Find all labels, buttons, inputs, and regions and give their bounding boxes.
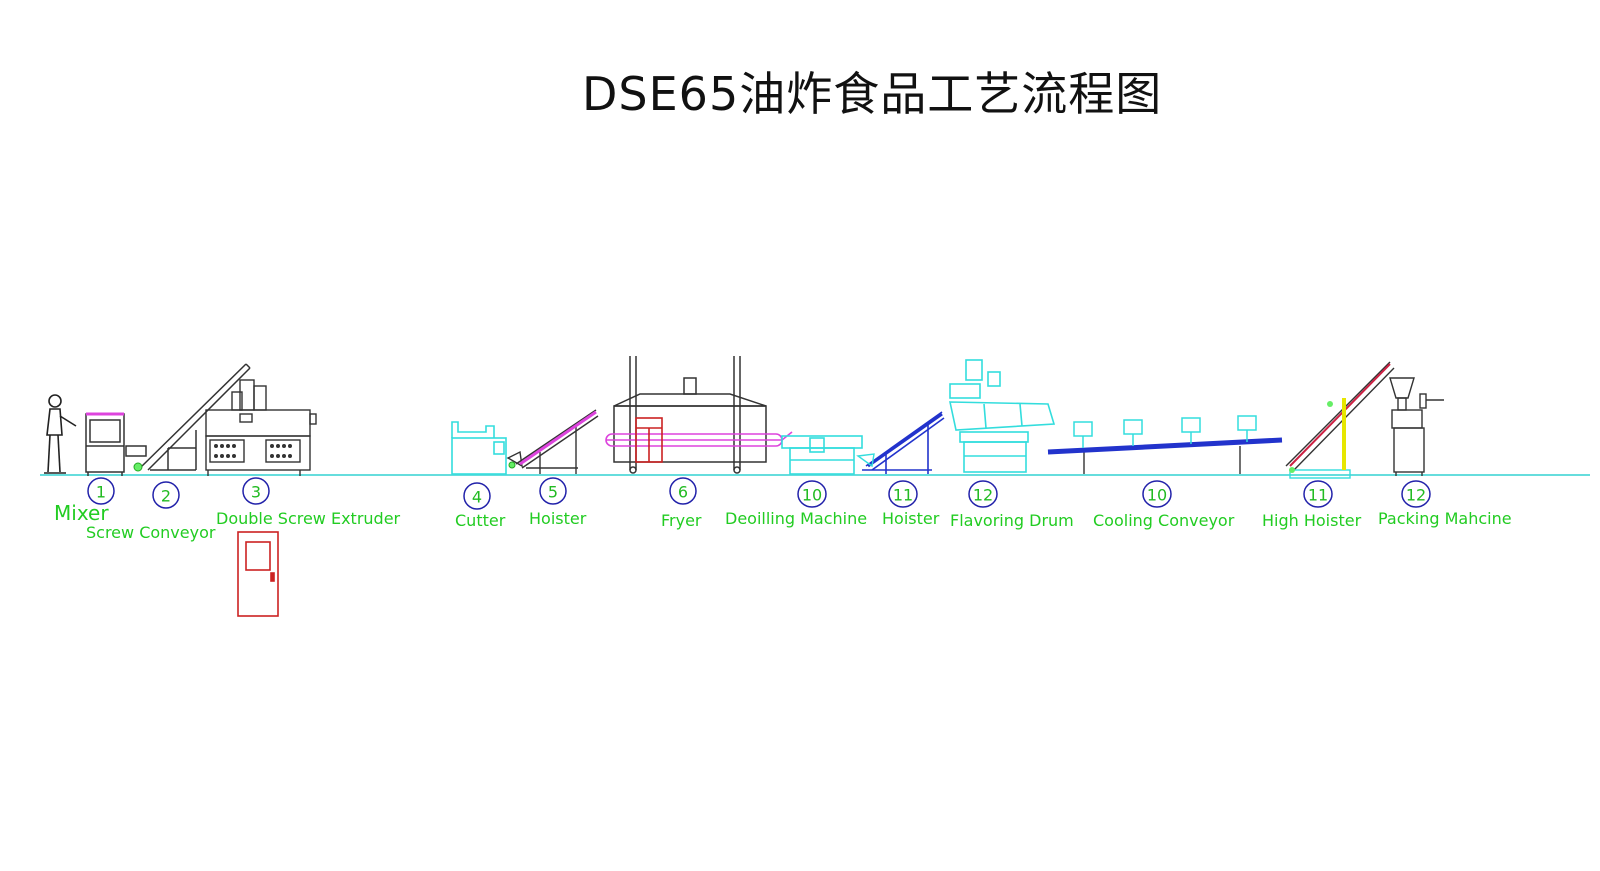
station-marker-6: 6 — [669, 477, 697, 505]
cooling-conveyor-fans — [1073, 415, 1257, 448]
screw-conveyor-inlet — [133, 462, 143, 472]
cooling-conveyor-belt — [1047, 437, 1283, 455]
label-packing-machine: Packing Mahcine — [1378, 509, 1512, 528]
double-screw-extruder-machine — [205, 379, 317, 476]
svg-text:5: 5 — [548, 483, 558, 502]
label-screw-conveyor: Screw Conveyor — [86, 523, 216, 542]
svg-text:6: 6 — [678, 483, 688, 502]
svg-text:1: 1 — [96, 483, 106, 502]
station-marker-9: 12 — [968, 480, 998, 508]
svg-text:3: 3 — [251, 483, 261, 502]
station-marker-12: 12 — [1401, 480, 1431, 508]
svg-text:10: 10 — [802, 486, 822, 505]
station-marker-2: 2 — [152, 481, 180, 509]
packing-machine — [1389, 377, 1444, 476]
high-hoister-machine — [1285, 361, 1395, 479]
svg-text:12: 12 — [1406, 486, 1426, 505]
extruder-control-dots — [214, 444, 292, 458]
operator-figure — [44, 394, 77, 474]
label-hoister-2: Hoister — [882, 509, 940, 528]
high-hoister-marker-top — [1327, 401, 1333, 407]
label-cooling-conveyor: Cooling Conveyor — [1093, 511, 1235, 530]
station-marker-7: 10 — [797, 480, 827, 508]
label-cutter: Cutter — [455, 511, 506, 530]
mixer-machine — [85, 412, 125, 476]
label-mixer: Mixer — [54, 501, 109, 525]
hoister-2-hopper — [856, 453, 875, 468]
station-marker-5: 5 — [539, 477, 567, 505]
hoister-1-belt — [519, 410, 597, 466]
hoister-1-inlet — [508, 461, 516, 469]
svg-text:12: 12 — [973, 486, 993, 505]
label-flavoring-drum: Flavoring Drum — [950, 511, 1074, 530]
station-marker-10: 10 — [1142, 480, 1172, 508]
cutter-machine — [451, 421, 507, 475]
station-marker-3: 3 — [242, 477, 270, 505]
screw-conveyor-machine — [125, 363, 251, 471]
deoilling-machine — [781, 435, 863, 475]
svg-text:2: 2 — [161, 487, 171, 506]
cooling-conveyor-machine — [1083, 446, 1241, 474]
high-hoister-marker-bottom — [1289, 467, 1295, 473]
diagram-title: DSE65油炸食品工艺流程图 — [582, 67, 1162, 121]
svg-text:4: 4 — [472, 488, 482, 507]
door-symbol — [237, 531, 279, 617]
fryer-control-box — [635, 417, 663, 463]
label-high-hoister: High Hoister — [1262, 511, 1362, 530]
flavoring-drum-machine — [949, 359, 1056, 473]
label-fryer: Fryer — [661, 511, 702, 530]
station-marker-11: 11 — [1303, 480, 1333, 508]
svg-text:11: 11 — [1308, 486, 1328, 505]
fryer-conveyor — [605, 431, 793, 447]
hoister-1-machine — [506, 409, 599, 474]
station-marker-4: 4 — [463, 482, 491, 510]
svg-text:10: 10 — [1147, 486, 1167, 505]
hoister-2-belt — [867, 412, 943, 468]
label-deoilling-machine: Deoilling Machine — [725, 509, 867, 528]
label-double-screw-extruder: Double Screw Extruder — [216, 509, 401, 528]
high-hoister-belt — [1289, 363, 1391, 467]
label-hoister-1: Hoister — [529, 509, 587, 528]
svg-text:11: 11 — [893, 486, 913, 505]
station-marker-8: 11 — [888, 480, 918, 508]
station-marker-1: 1 — [87, 477, 115, 505]
